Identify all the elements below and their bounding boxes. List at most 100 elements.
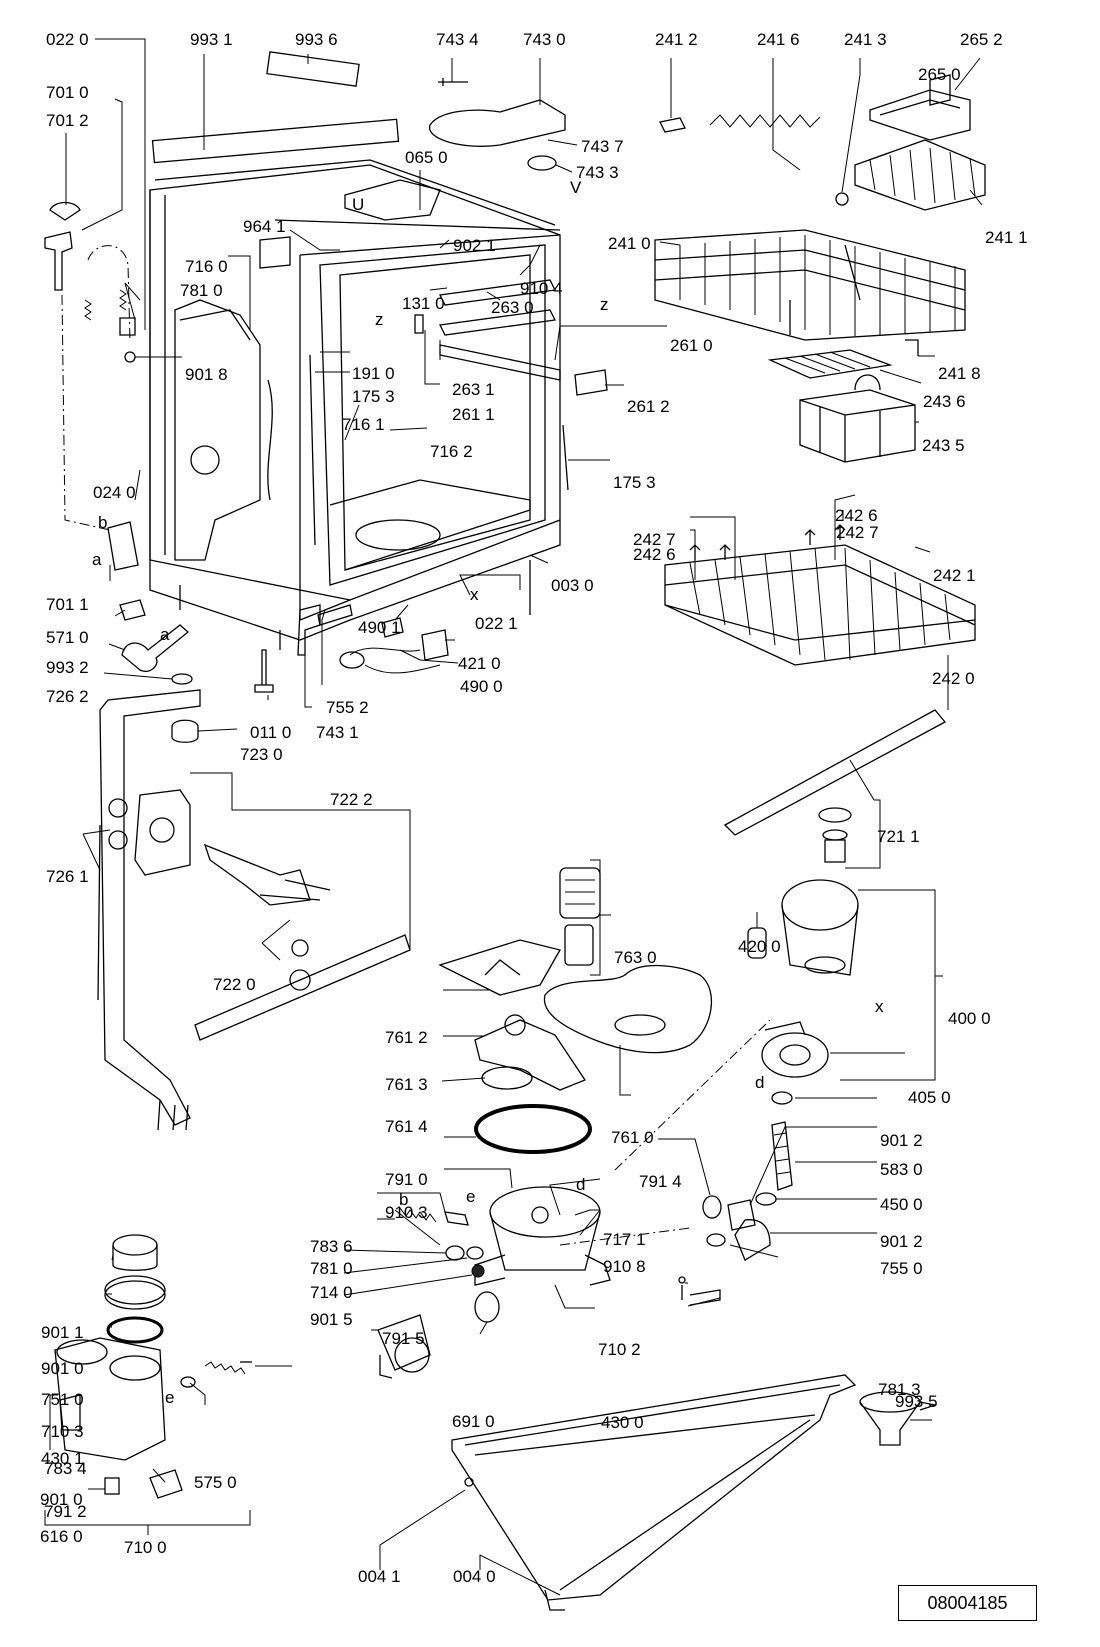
callout-label: 490 0 xyxy=(460,677,503,696)
salt-container-ring xyxy=(104,1275,166,1310)
callout-label: 751 0 xyxy=(41,1390,84,1409)
callout-label: 716 1 xyxy=(342,415,385,434)
callout-label: 761 0 xyxy=(611,1128,654,1147)
regeneration-clamp xyxy=(180,1376,196,1388)
base-plate-dash xyxy=(559,1019,771,1246)
callout-label: 761 2 xyxy=(385,1028,428,1047)
callout-label: 024 0 xyxy=(93,483,136,502)
service-wrench xyxy=(121,624,190,672)
basket-wire-clip xyxy=(709,114,821,128)
assembly-marks: z z x a b a d e b d e x U V xyxy=(92,178,884,1407)
callout-label: 781 0 xyxy=(310,1259,353,1278)
callout-label: 910 8 xyxy=(603,1257,646,1276)
callout-label: 726 1 xyxy=(46,867,89,886)
callout-label: 721 1 xyxy=(877,827,920,846)
salt-funnel xyxy=(859,1391,938,1446)
sump-upper xyxy=(438,939,561,996)
insulation-strip xyxy=(151,118,400,164)
side-panel-left xyxy=(174,299,273,561)
hose-elbow xyxy=(734,1219,771,1261)
callout-label: 261 1 xyxy=(452,405,495,424)
callout-label: 263 0 xyxy=(491,298,534,317)
side-gasket-left xyxy=(309,354,316,546)
heater-tube xyxy=(771,1121,793,1191)
callout-label: 993 2 xyxy=(46,658,89,677)
heater-cable xyxy=(349,647,441,674)
callout-label: 430 1 xyxy=(41,1449,84,1468)
rail-roller xyxy=(414,314,424,334)
mark: z xyxy=(600,295,609,314)
detergent-dispenser-lid xyxy=(429,99,566,147)
callout-label: 242 7 xyxy=(633,530,676,549)
callout-label: 901 5 xyxy=(310,1310,353,1329)
cup-rack xyxy=(854,139,986,211)
callout-label: 242 1 xyxy=(933,566,976,585)
callout-label: 710 0 xyxy=(124,1538,167,1557)
rail-end-cap xyxy=(574,369,608,396)
callout-label: 902 1 xyxy=(453,236,496,255)
pump-motor xyxy=(781,879,859,976)
level-sensor xyxy=(678,1276,721,1306)
door-hinge-part xyxy=(297,604,321,656)
salt-container-body xyxy=(54,1337,166,1461)
heater-relay xyxy=(381,617,404,638)
callout-label: 243 5 xyxy=(922,436,965,455)
callout-label: 242 0 xyxy=(932,669,975,688)
seal-ring-small xyxy=(702,1195,722,1219)
callout-label: 783 4 xyxy=(44,1459,87,1478)
callout-label: 265 0 xyxy=(918,65,961,84)
callout-label: 901 2 xyxy=(880,1232,923,1251)
hose-clamp-upper xyxy=(771,1091,793,1105)
callout-label: 761 3 xyxy=(385,1075,428,1094)
mark: U xyxy=(352,195,364,214)
callout-label: 755 0 xyxy=(880,1259,923,1278)
callout-label: 242 7 xyxy=(836,523,879,542)
basket-clip xyxy=(659,117,686,133)
callout-label: 783 6 xyxy=(310,1237,353,1256)
callout-label: 571 0 xyxy=(46,628,89,647)
clamp-ring-b xyxy=(466,1246,484,1260)
rail-upper xyxy=(439,279,556,306)
dispenser-pin xyxy=(438,78,468,86)
spray-arm-bracket xyxy=(134,789,331,906)
callout-label: 993 5 xyxy=(895,1392,938,1411)
callout-label: 131 0 xyxy=(402,294,445,313)
callout-label: 755 2 xyxy=(326,698,369,717)
sump-middle xyxy=(474,1014,586,1091)
base-screw xyxy=(464,1477,474,1487)
callout-label: 022 0 xyxy=(46,30,89,49)
callout-label: 901 1 xyxy=(41,1323,84,1342)
hose-clamp-small xyxy=(706,1233,726,1247)
inlet-hose-dash-2 xyxy=(87,245,131,341)
cable-connector xyxy=(119,599,146,621)
arm-ring xyxy=(171,673,193,685)
callout-label: 714 0 xyxy=(310,1283,353,1302)
inlet-valve-bracket xyxy=(107,521,139,571)
direction-arrows xyxy=(689,524,846,560)
mark: a xyxy=(92,550,102,569)
callout-label: 716 2 xyxy=(430,442,473,461)
callout-label: 241 3 xyxy=(844,30,887,49)
callout-label: 701 2 xyxy=(46,111,89,130)
callout-label: 450 0 xyxy=(880,1195,923,1214)
hinge-lever xyxy=(317,604,353,626)
document-number: 08004185 xyxy=(927,1592,1008,1613)
filter-assembly xyxy=(559,867,601,966)
callout-label: 726 2 xyxy=(46,687,89,706)
callout-label: 490 1 xyxy=(358,618,401,637)
water-inlet xyxy=(44,231,73,291)
salt-container-cap xyxy=(112,1234,158,1271)
callout-label: 175 3 xyxy=(613,473,656,492)
callout-label: 763 0 xyxy=(614,948,657,967)
drain-pump-seal xyxy=(474,1291,500,1323)
leader-lines xyxy=(44,38,983,1596)
callout-label: 722 2 xyxy=(330,790,373,809)
valve-pin xyxy=(444,1211,469,1226)
callout-label: 003 0 xyxy=(551,576,594,595)
salt-level-switch xyxy=(104,1477,120,1495)
callout-label: 022 1 xyxy=(475,614,518,633)
sump-seal xyxy=(481,1066,533,1090)
callout-label: 910 3 xyxy=(385,1203,428,1222)
air-vent xyxy=(344,179,441,221)
